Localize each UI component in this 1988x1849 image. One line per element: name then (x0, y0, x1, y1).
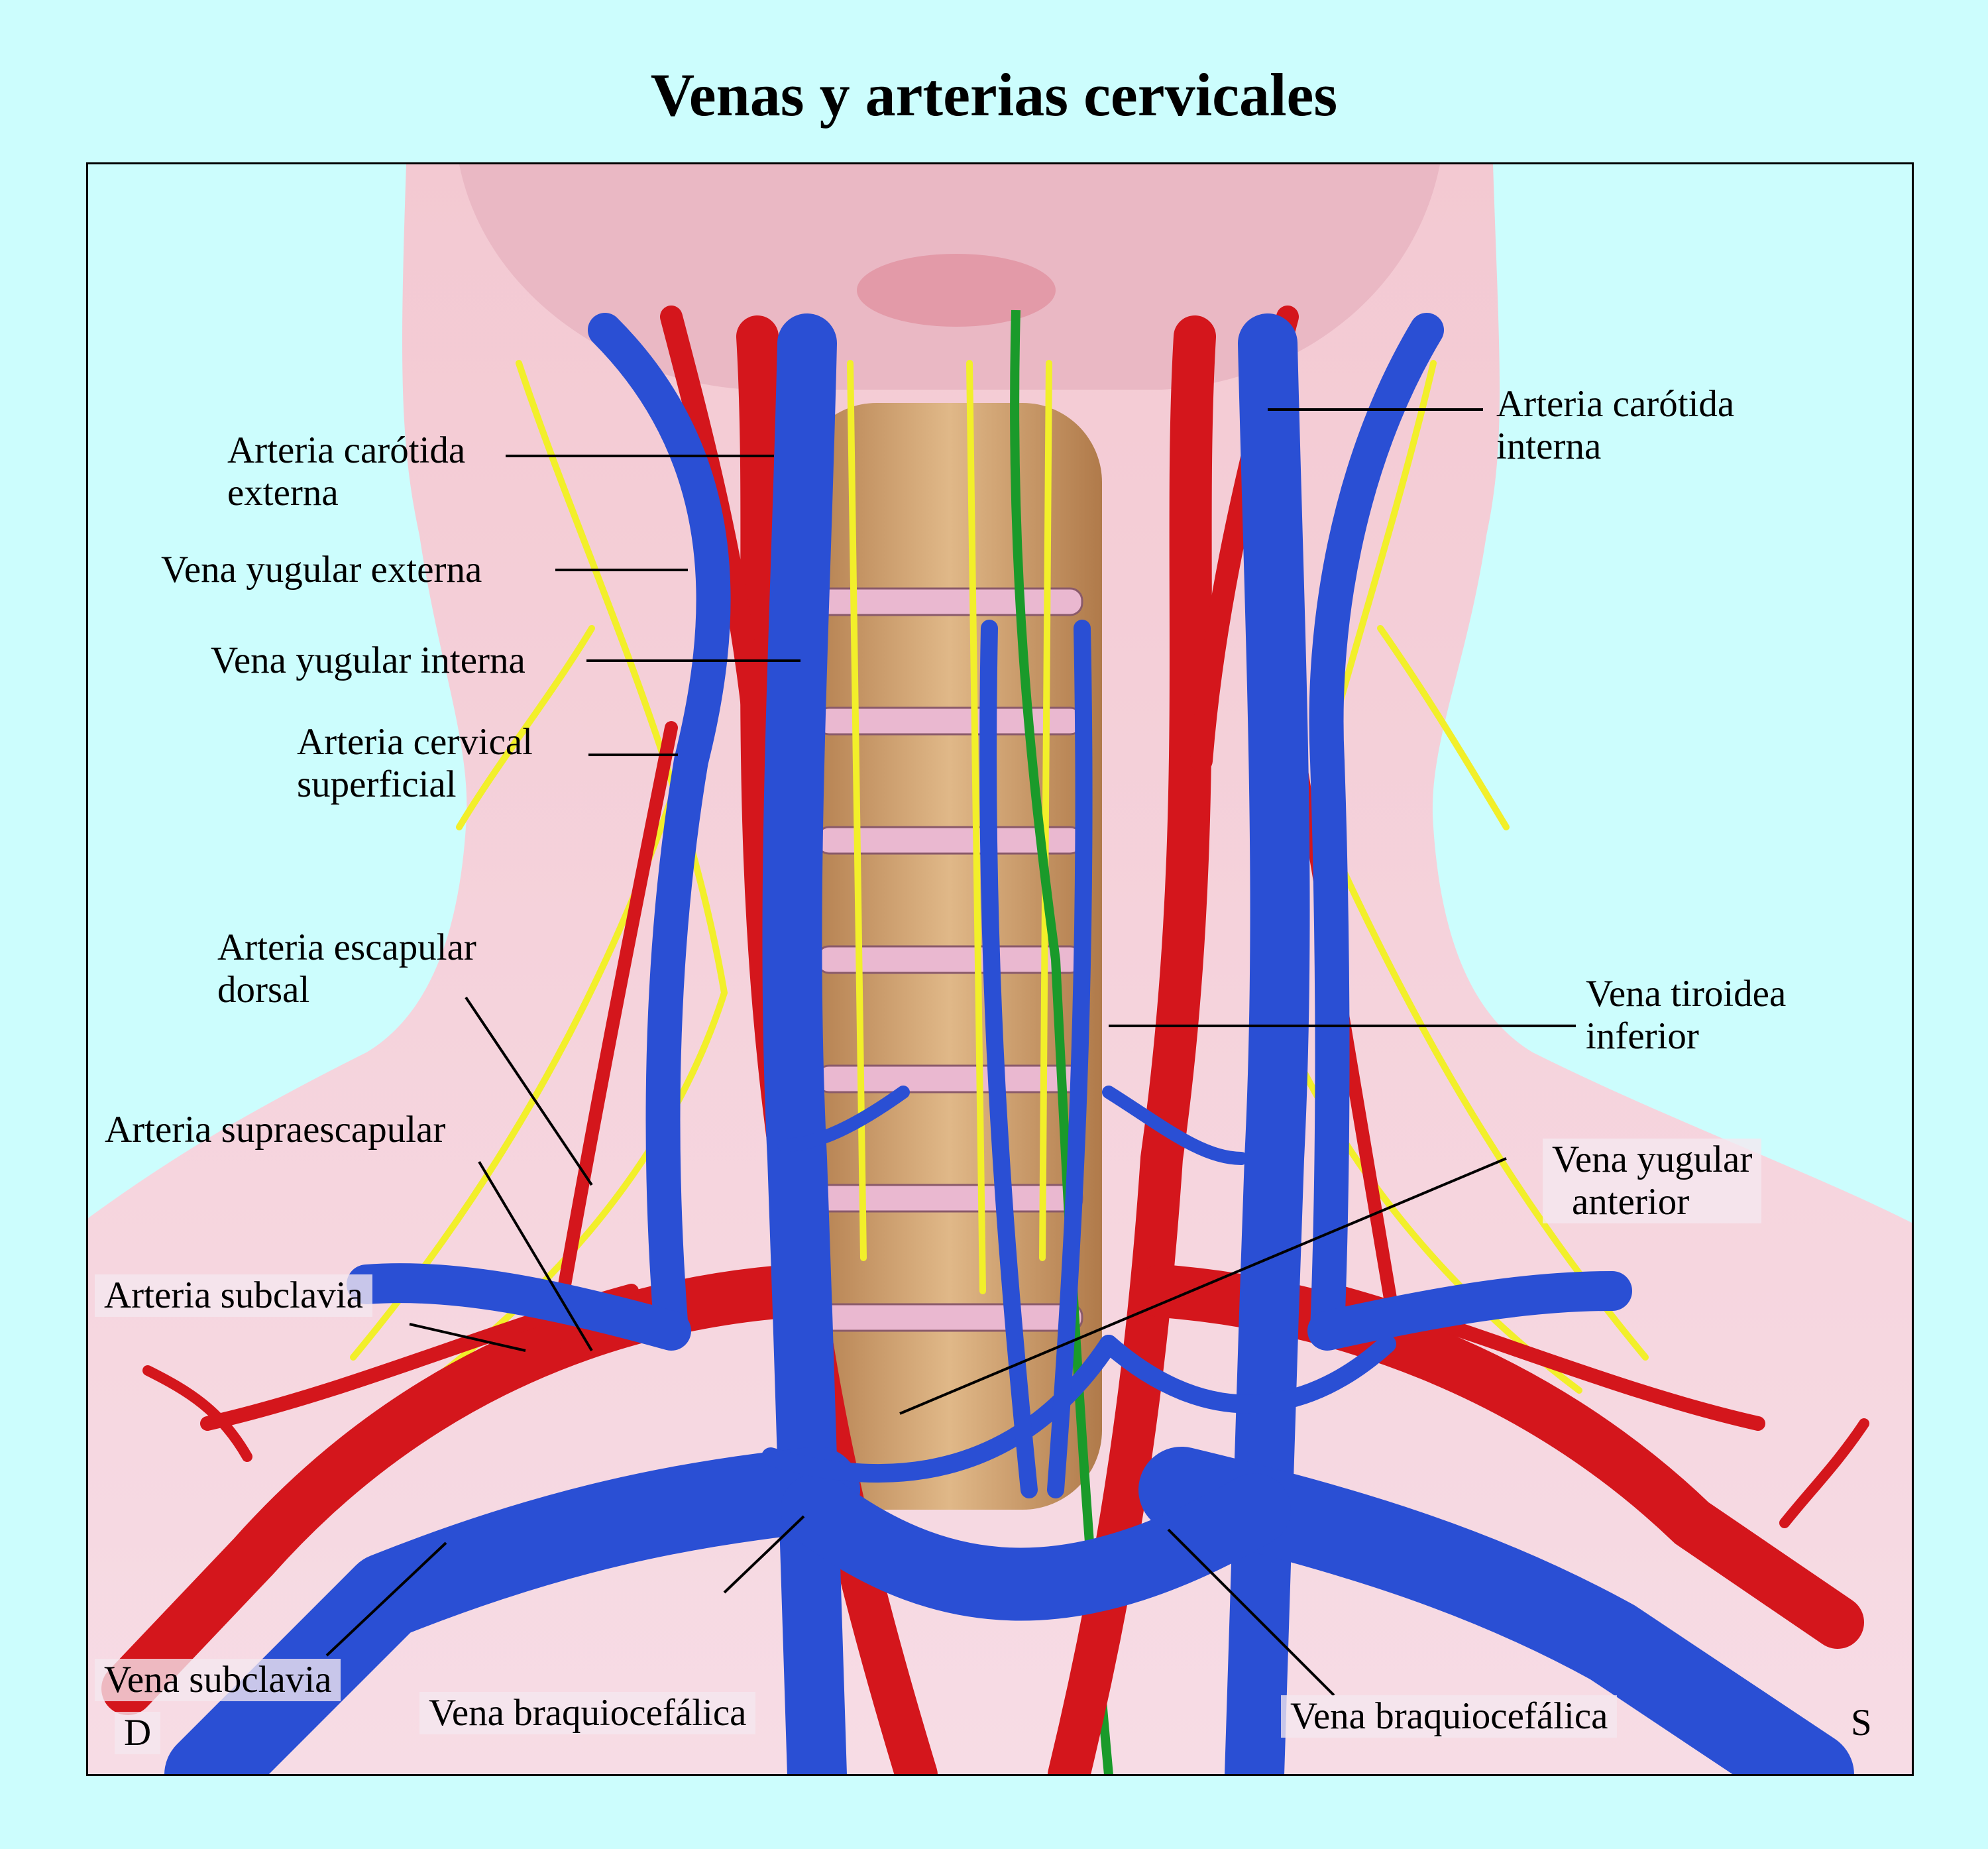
subclavian-vein-left (1307, 1271, 1632, 1351)
label-arteria-carotida-interna: Arteria carótida interna (1496, 383, 1735, 467)
subclavian-vein-right (347, 1263, 691, 1351)
mouth (857, 254, 1056, 327)
label-arteria-carotida-externa: Arteria carótida externa (227, 429, 466, 514)
label-arteria-subclavia: Arteria subclavia (95, 1274, 372, 1317)
side-marker-right: D (115, 1712, 161, 1754)
external-jugular-right (588, 313, 731, 1348)
label-arteria-escapular-dorsal: Arteria escapular dorsal (217, 926, 476, 1011)
inferior-thyroid-2 (1047, 620, 1093, 1498)
superficial-cervical-right (545, 721, 678, 1364)
leader-lines (325, 408, 1576, 1697)
label-vena-yugular-externa: Vena yugular externa (161, 549, 482, 590)
side-marker-left: S (1851, 1702, 1872, 1744)
anatomy-figure: Arteria carótida interna Arteria carótid… (86, 162, 1914, 1776)
brachiocephalic-right (164, 1447, 860, 1774)
label-vena-subclavia: Vena subclavia (95, 1659, 341, 1701)
brachiocephalic-junction (781, 1473, 1291, 1621)
subclavian-right (101, 1264, 817, 1715)
figure-title: Venas y arterias cervicales (650, 61, 1338, 129)
label-vena-yugular-interna: Vena yugular interna (211, 640, 525, 681)
label-arteria-cervical-superficial: Arteria cervical superficial (297, 721, 533, 805)
neck-illustration (88, 164, 1912, 1774)
midline-nerve (1010, 309, 1113, 1774)
external-jugular-left (1309, 313, 1444, 1348)
label-vena-tiroidea-inferior: Vena tiroidea inferior (1586, 973, 1787, 1057)
inferior-thyroid-1 (979, 620, 1038, 1498)
label-vena-braquiocefalica-izquierda: Vena braquiocefálica (1281, 1695, 1618, 1738)
veins (164, 313, 1854, 1774)
label-vena-braquiocefalica-derecha: Vena braquiocefálica (419, 1692, 756, 1734)
label-vena-yugular-anterior: Vena yugular anterior (1543, 1139, 1762, 1223)
anterior-jugular-left (1099, 1335, 1396, 1414)
label-arteria-supraescapular: Arteria supraescapular (105, 1109, 446, 1150)
